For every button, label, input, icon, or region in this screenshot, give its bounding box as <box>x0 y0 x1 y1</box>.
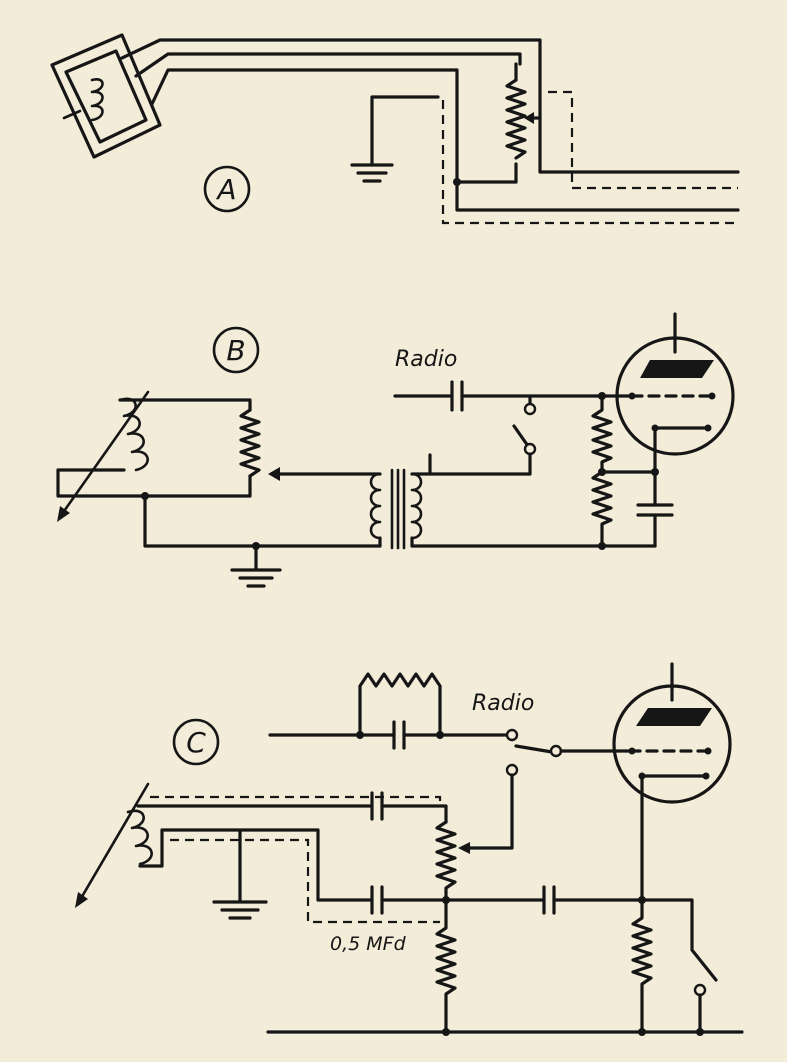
grid-leak-resistor <box>631 898 653 1034</box>
wiper-arrow <box>524 112 534 124</box>
capacitor-value-label: 0,5 MFd <box>330 933 407 955</box>
tube-plate <box>640 360 714 378</box>
pickup-coil <box>118 397 149 472</box>
arm-lead-outer <box>120 38 740 174</box>
panel-c: C Radio <box>75 662 744 1036</box>
junction <box>453 178 461 186</box>
pickup-arrow-shaft <box>60 390 150 516</box>
mute-switch <box>690 948 718 982</box>
pickup-arrow-shaft <box>78 782 150 902</box>
pickup-needle <box>62 109 82 120</box>
arm-lead-inner <box>134 52 522 78</box>
vacuum-tube <box>615 312 735 456</box>
panel-b-label: B <box>226 334 245 367</box>
panel-c-label-circle <box>172 718 220 766</box>
pickup-coil <box>90 78 104 122</box>
tube-plate <box>636 708 712 726</box>
panel-c-label: C <box>186 726 206 759</box>
shield-dashed-lower <box>441 100 738 225</box>
switch-terminal-top <box>523 402 537 416</box>
tube-envelope <box>612 684 732 804</box>
cathode-resistor <box>591 470 613 548</box>
arm-lead-lower <box>150 68 740 212</box>
selector-switch <box>514 744 554 754</box>
panel-a-label-circle <box>203 165 251 213</box>
load-resistor <box>435 898 457 1034</box>
pickup-arrow-head <box>57 506 70 522</box>
grid-resistor <box>591 394 613 474</box>
pickup-head <box>50 33 162 159</box>
input-resistor <box>358 672 442 737</box>
vacuum-tube <box>612 662 732 804</box>
volume-potentiometer <box>505 78 527 160</box>
pickup-housing-inner <box>64 49 148 144</box>
panel-a-label: A <box>215 173 236 206</box>
panel-b: B Radio <box>56 312 735 588</box>
shield-dashed-upper <box>548 90 738 190</box>
volume-potentiometer <box>435 820 457 902</box>
wiper-arrow <box>458 842 470 854</box>
radio-switch <box>512 424 530 448</box>
transformer <box>358 453 657 550</box>
pickup-housing-outer <box>50 33 162 159</box>
wiper-arrow <box>268 467 280 481</box>
radio-input-label: Radio <box>395 347 457 372</box>
panel-a: A <box>50 33 740 225</box>
potentiometer <box>239 408 261 478</box>
radio-input-label: Radio <box>472 691 534 716</box>
pickup-coil <box>126 809 153 866</box>
pickup-arrow-head <box>75 892 88 908</box>
panel-b-label-circle <box>212 326 260 374</box>
